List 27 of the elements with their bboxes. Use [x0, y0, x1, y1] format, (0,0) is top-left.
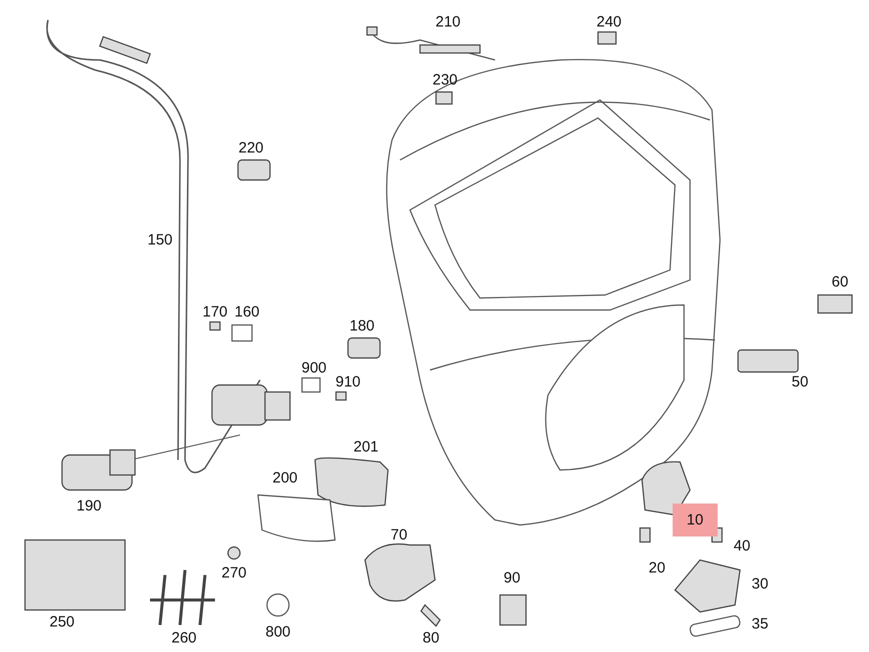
callout-number: 180 [349, 318, 375, 334]
callout-number: 170 [202, 304, 228, 320]
callout-number: 10 [672, 504, 718, 536]
callout-number: 201 [353, 440, 379, 454]
callout-number: 900 [301, 360, 327, 376]
callout-number: 230 [432, 72, 458, 88]
callout-number: 90 [504, 570, 520, 586]
callout-number: 240 [596, 14, 622, 30]
callout-number: 270 [221, 566, 247, 580]
callout-number: 150 [147, 232, 173, 248]
callout-number: 250 [49, 614, 75, 630]
callout-number: 60 [832, 274, 848, 290]
callout-number: 260 [171, 630, 197, 646]
callout-number: 190 [76, 498, 102, 514]
callout-number: 200 [272, 470, 298, 486]
callout-number: 50 [792, 374, 808, 390]
callout-number: 30 [752, 576, 768, 592]
callout-number: 80 [422, 630, 440, 646]
callout-number: 910 [335, 374, 361, 390]
callout-number: 35 [752, 616, 768, 632]
callout-number: 70 [390, 528, 408, 542]
callout-number: 20 [648, 560, 666, 576]
callout-number: 800 [265, 624, 291, 640]
callout-number: 40 [734, 538, 750, 554]
callout-number: 220 [238, 140, 264, 156]
callout-number: 160 [234, 304, 260, 320]
callout-number: 210 [435, 14, 461, 30]
